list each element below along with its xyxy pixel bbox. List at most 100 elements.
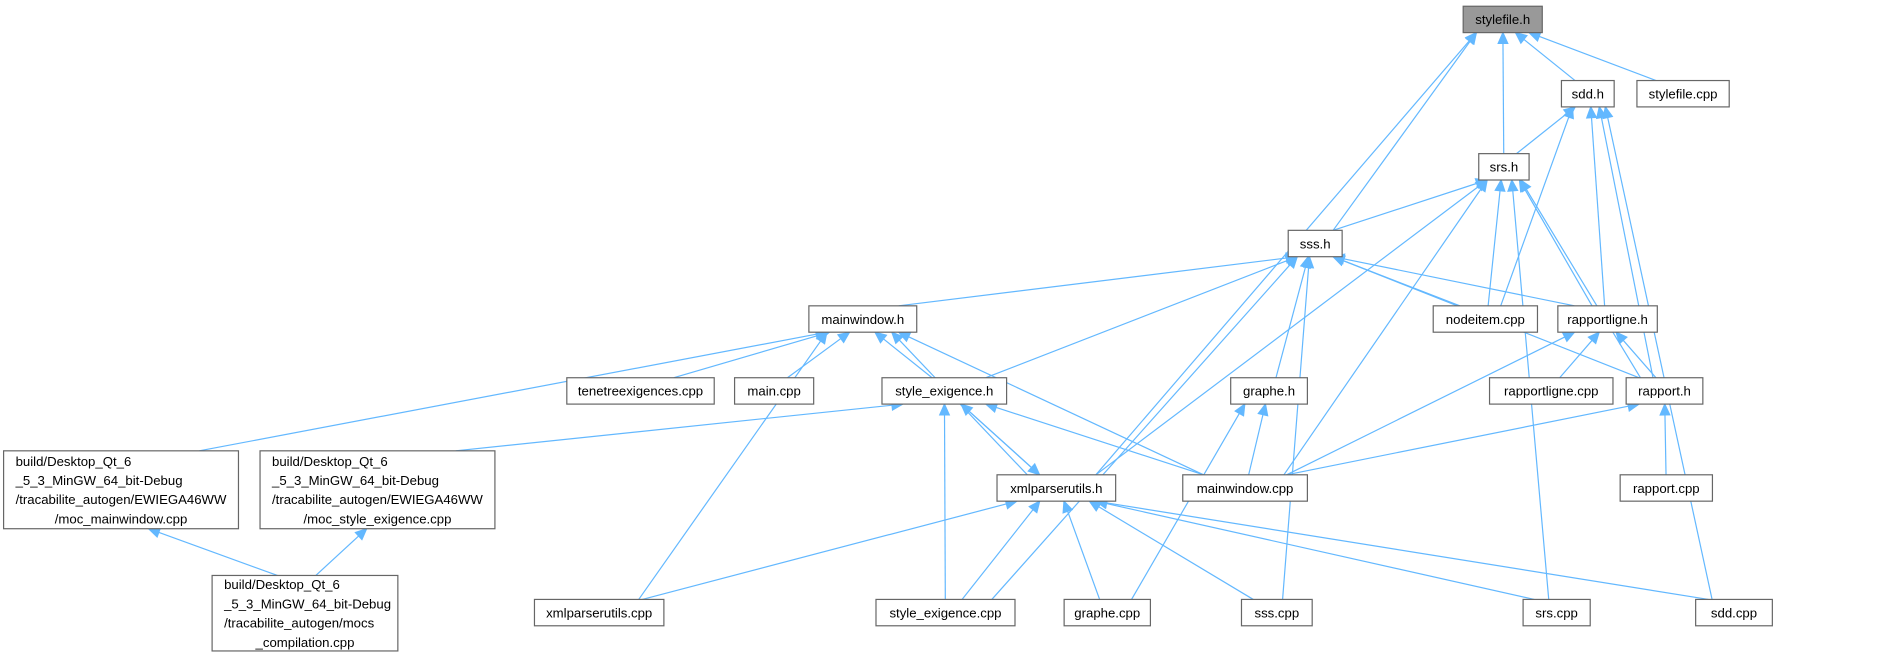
node-label: sdd.h — [1572, 87, 1604, 102]
edge-xmlparserutils_cpp-to-xmlparserutils_h — [642, 500, 1017, 601]
node-label: nodeitem.cpp — [1446, 312, 1525, 327]
arrowhead-icon — [836, 331, 851, 344]
edges-layer — [147, 31, 1713, 601]
arrowhead-icon — [1507, 178, 1519, 192]
edge-sdd_h-to-stylefile_h — [1515, 32, 1576, 82]
node-box — [211, 574, 399, 652]
edge-sss_cpp-to-xmlparserutils_h — [1089, 500, 1254, 600]
node-label: build/Desktop_Qt_6 — [272, 454, 388, 469]
node-moc-mainwindow-cpp[interactable]: build/Desktop_Qt_6_5_3_MinGW_64_bit-Debu… — [2, 450, 240, 530]
node-box — [533, 598, 665, 627]
arrowhead-icon — [1514, 31, 1528, 45]
node-sdd-h[interactable]: sdd.h — [1560, 79, 1615, 108]
node-box — [1522, 598, 1591, 627]
node-mainwindow-h[interactable]: mainwindow.h — [808, 305, 918, 333]
edge-graphe_cpp-to-xmlparserutils_h — [1063, 500, 1101, 600]
arrowhead-icon — [1027, 462, 1041, 476]
edge-moc_style_exigence_cpp-to-style_exigence_h — [455, 403, 903, 452]
arrowhead-icon — [1062, 499, 1074, 514]
edge-nodeitem_cpp-to-srs_h — [1487, 179, 1502, 306]
edge-sss_h-to-srs_h — [1332, 179, 1488, 231]
edge-style_exigence_cpp-to-sss_h — [991, 256, 1298, 600]
edge-mainwindow_cpp-to-rapport_h — [1286, 403, 1640, 476]
node-label: sss.cpp — [1255, 605, 1300, 620]
node-rapportligne-cpp[interactable]: rapportligne.cpp — [1488, 377, 1614, 405]
node-stylefile-h[interactable]: stylefile.h — [1462, 5, 1543, 34]
arrowhead-icon — [938, 402, 951, 416]
edge-mocs_compilation_cpp-to-moc_style_exigence_cpp — [315, 528, 368, 576]
node-box — [1619, 474, 1714, 502]
edge-main_cpp-to-mainwindow_h — [787, 331, 850, 379]
edge-sdd_cpp-to-sdd_h — [1604, 106, 1713, 600]
arrowhead-icon — [873, 331, 888, 344]
arrowhead-icon — [1028, 500, 1041, 514]
edge-mainwindow_cpp-to-mainwindow_h — [898, 331, 1204, 476]
edge-rapport_cpp-to-rapport_h — [1664, 404, 1667, 475]
edge-sss_cpp-to-sss_h — [1281, 256, 1311, 600]
node-stylefile-cpp[interactable]: stylefile.cpp — [1636, 79, 1730, 108]
arrowhead-icon — [1302, 255, 1315, 269]
arrowhead-icon — [1527, 31, 1542, 42]
edge-rapport_h-to-srs_h — [1520, 179, 1641, 379]
node-label: graphe.cpp — [1074, 605, 1140, 620]
node-box — [733, 377, 815, 405]
edge-rapportligne_h-to-srs_h — [1518, 179, 1593, 307]
node-label: _5_3_MinGW_64_bit-Debug — [223, 596, 391, 611]
node-label: rapport.h — [1638, 384, 1691, 399]
node-label: style_exigence.cpp — [889, 605, 1001, 620]
node-label: srs.h — [1490, 160, 1519, 175]
edge-style_exigence_h-to-mainwindow_h — [874, 331, 933, 379]
node-rapport-h[interactable]: rapport.h — [1625, 377, 1704, 405]
edge-mainwindow_h-to-sss_h — [898, 256, 1298, 307]
node-style-exigence-h[interactable]: style_exigence.h — [881, 377, 1008, 405]
node-sss-h[interactable]: sss.h — [1287, 229, 1343, 258]
node-label: rapportligne.cpp — [1504, 384, 1598, 399]
edge-srs_h-to-stylefile_h — [1502, 32, 1505, 154]
arrowhead-icon — [1615, 331, 1628, 345]
node-xmlparserutils-h[interactable]: xmlparserutils.h — [996, 474, 1117, 502]
node-box — [1625, 377, 1704, 405]
arrowhead-icon — [1519, 178, 1532, 193]
node-sss-cpp[interactable]: sss.cpp — [1240, 598, 1313, 627]
node-box — [1063, 598, 1152, 627]
node-moc-style-exigence-cpp[interactable]: build/Desktop_Qt_6_5_3_MinGW_64_bit-Debu… — [259, 450, 496, 530]
arrowhead-icon — [1602, 105, 1614, 120]
node-main-cpp[interactable]: main.cpp — [733, 377, 815, 405]
node-box — [1230, 377, 1308, 405]
arrowhead-icon — [1494, 178, 1506, 192]
node-box — [1240, 598, 1313, 627]
node-label: xmlparserutils.cpp — [546, 605, 652, 620]
node-box — [1478, 153, 1530, 181]
node-label: sdd.cpp — [1711, 605, 1757, 620]
node-box — [1560, 79, 1615, 108]
node-nodeitem-cpp[interactable]: nodeitem.cpp — [1432, 305, 1539, 333]
node-srs-h[interactable]: srs.h — [1478, 153, 1530, 181]
arrowhead-icon — [890, 331, 904, 345]
node-graphe-cpp[interactable]: graphe.cpp — [1063, 598, 1152, 627]
node-label: /moc_style_exigence.cpp — [304, 511, 452, 526]
node-tenetreexigences-cpp[interactable]: tenetreexigences.cpp — [566, 377, 715, 405]
node-label: /tracabilite_autogen/mocs — [224, 616, 375, 631]
node-box — [1488, 377, 1614, 405]
node-rapportligne-h[interactable]: rapportligne.h — [1557, 305, 1658, 333]
node-sdd-cpp[interactable]: sdd.cpp — [1695, 598, 1773, 627]
node-style-exigence-cpp[interactable]: style_exigence.cpp — [875, 598, 1016, 627]
node-mainwindow-cpp[interactable]: mainwindow.cpp — [1182, 474, 1308, 502]
node-rapport-cpp[interactable]: rapport.cpp — [1619, 474, 1714, 502]
arrowhead-icon — [1475, 178, 1488, 193]
arrowhead-icon — [354, 527, 368, 541]
edge-style_exigence_cpp-to-xmlparserutils_h — [961, 500, 1041, 600]
node-mocs-compilation-cpp[interactable]: build/Desktop_Qt_6_5_3_MinGW_64_bit-Debu… — [211, 574, 399, 652]
node-graphe-h[interactable]: graphe.h — [1230, 377, 1308, 405]
edge-xmlparserutils_h-to-srs_h — [1095, 179, 1488, 476]
node-srs-cpp[interactable]: srs.cpp — [1522, 598, 1591, 627]
arrowhead-icon — [1585, 105, 1598, 119]
node-label: /tracabilite_autogen/EWIEGA46WW — [272, 492, 483, 507]
node-box — [1287, 229, 1343, 258]
edge-mainwindow_cpp-to-graphe_h — [1248, 403, 1267, 475]
node-xmlparserutils-cpp[interactable]: xmlparserutils.cpp — [533, 598, 665, 627]
node-box — [996, 474, 1117, 502]
node-label: graphe.h — [1243, 384, 1295, 399]
node-box — [881, 377, 1008, 405]
